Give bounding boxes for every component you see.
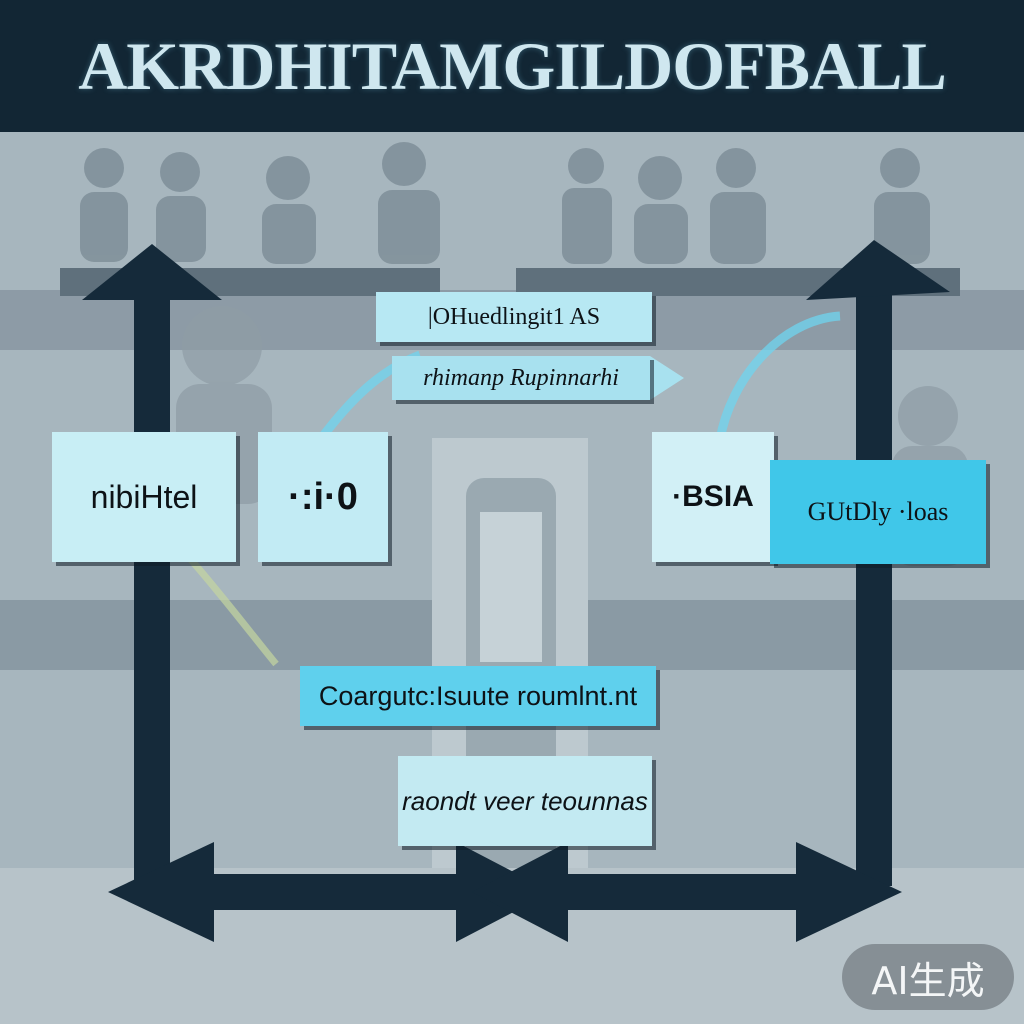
connector-right [715, 311, 841, 441]
box-label: nibiHtel [90, 478, 198, 515]
box-label: ·BSIA [672, 480, 754, 513]
left-arrowhead-up [82, 244, 222, 300]
left-shaft [134, 290, 170, 886]
bottom-arrowhead-mid-left [472, 842, 568, 942]
right-arrowhead-up [806, 240, 950, 300]
frame-arrows [82, 240, 950, 942]
diagram-box-bottom-2: raondt veer teounnas [398, 756, 652, 846]
diagram-box-left-1: nibiHtel [52, 432, 236, 562]
box-label: |OHuedlingit1 AS [427, 303, 601, 330]
diagram-box-top-2: rhimanp Rupinnarhi [392, 356, 650, 400]
doorway-panel [480, 512, 542, 662]
courtroom-scene [0, 132, 1024, 1024]
audience-figures [80, 142, 930, 264]
box-label: GUtDly ·loas [807, 497, 949, 526]
diagram-box-right-1: ·BSIA [652, 432, 774, 562]
bottom-arrowhead-right [796, 842, 902, 942]
box-label: rhimanp Rupinnarhi [423, 364, 619, 391]
page-title: AKRDHITAMGILDOFBALL [78, 27, 947, 104]
diagram-box-right-2: GUtDly ·loas [770, 460, 986, 564]
diagram-box-top-1: |OHuedlingit1 AS [376, 292, 652, 342]
right-shaft [856, 290, 892, 886]
box-label: ·:i·0 [288, 475, 358, 518]
box-label: Coargutc:Isuute roumlnt.nt [318, 680, 638, 711]
box-label: raondt veer teounnas [402, 785, 648, 816]
ai-generated-watermark: AI生成 [842, 944, 1014, 1010]
box-pointer-icon [650, 356, 684, 400]
header-banner: AKRDHITAMGILDOFBALL [0, 0, 1024, 132]
diagram-box-left-2: ·:i·0 [258, 432, 388, 562]
diagram-box-bottom-1: Coargutc:Isuute roumlnt.nt [300, 666, 656, 726]
bottom-arrowhead-left [108, 842, 214, 942]
